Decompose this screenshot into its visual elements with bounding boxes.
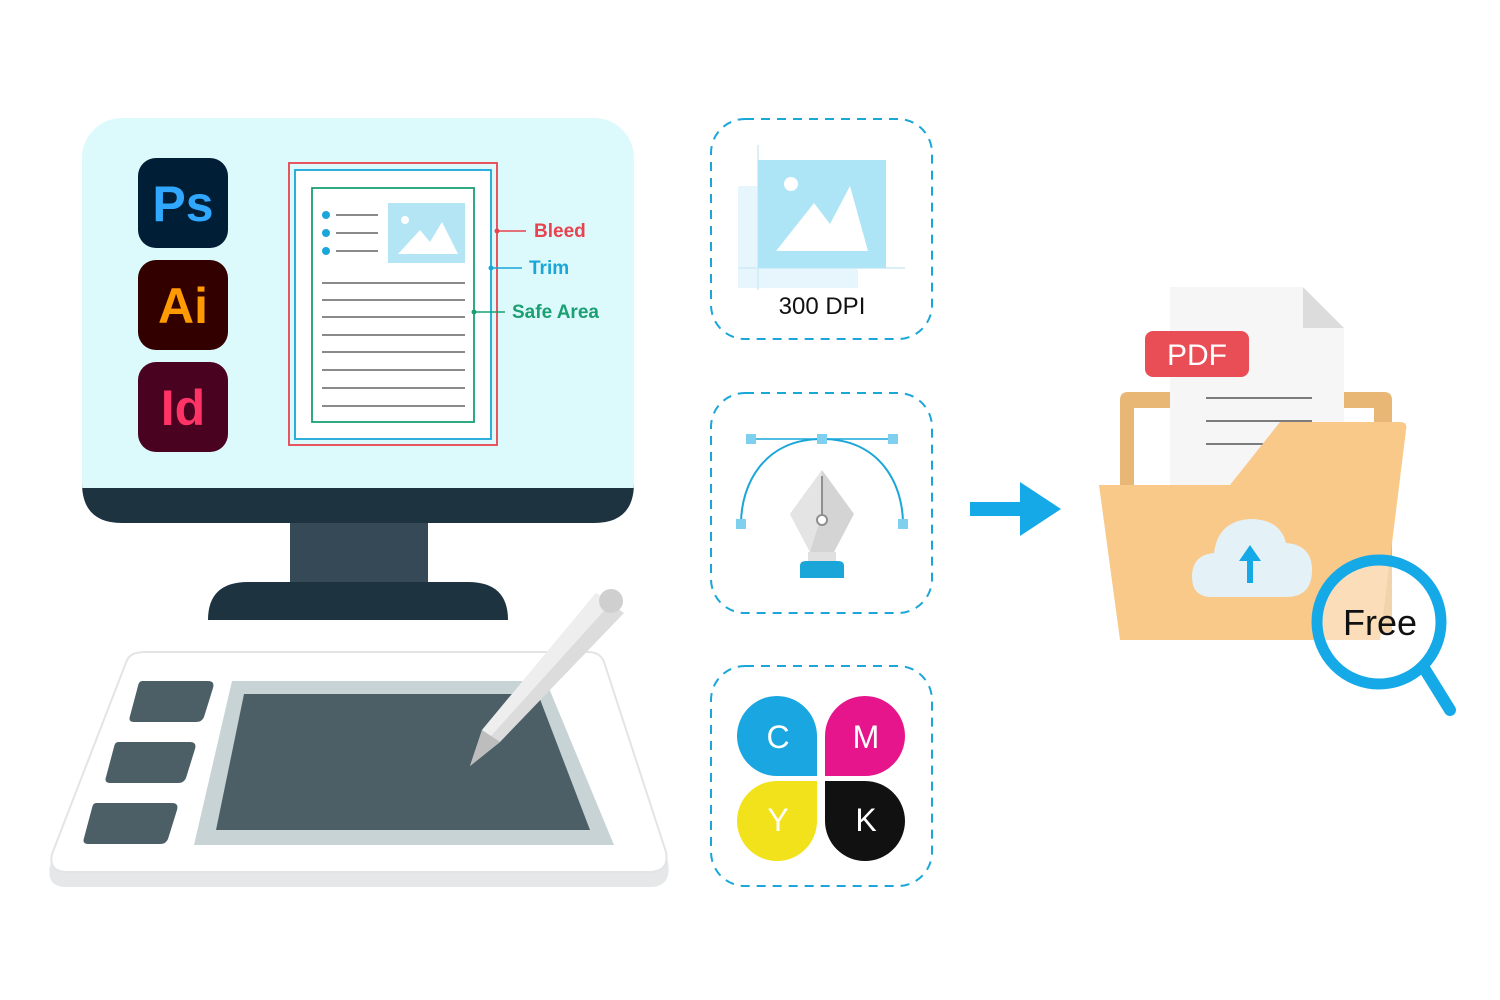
bleed-frame (288, 162, 498, 446)
monitor-neck (290, 523, 428, 583)
resolution-card-border (710, 118, 933, 340)
resolution-card: 300 DPI (710, 118, 933, 340)
cmyk-letter-m: M (853, 719, 880, 755)
cmyk-letter-c: C (766, 719, 789, 755)
cloud-upload-icon (1192, 519, 1312, 597)
safe-area-callout: Safe Area (471, 302, 599, 323)
cmyk-card-border (710, 665, 933, 887)
document-layout: Bleed Trim Safe Area (288, 162, 599, 446)
safe-area-frame (311, 187, 475, 423)
pdf-badge-label: PDF (1167, 339, 1227, 372)
tablet-express-key-3 (83, 803, 178, 844)
cmyk-letter-y: Y (767, 802, 788, 838)
photoshop-label: Ps (152, 176, 213, 232)
pdf-folder: PDF Free (1099, 287, 1456, 716)
document-bullets (322, 211, 378, 255)
bleed-label: Bleed (534, 221, 586, 242)
yellow-petal (737, 781, 817, 861)
trim-label: Trim (529, 258, 569, 279)
bleed-callout: Bleed (494, 221, 586, 242)
indesign-label: Id (161, 380, 205, 436)
magenta-petal (825, 696, 905, 776)
black-petal (825, 781, 905, 861)
resolution-label: 300 DPI (779, 293, 866, 320)
safe-area-label: Safe Area (512, 302, 599, 323)
app-icons: Ps Ai Id (138, 158, 228, 452)
monitor-bezel (82, 483, 634, 523)
drawing-tablet (49, 589, 669, 887)
tablet-active-area (216, 694, 590, 830)
arrow-right-icon (970, 482, 1061, 536)
document-text-lines (322, 282, 465, 407)
trim-callout: Trim (488, 258, 569, 279)
cmyk-letter-k: K (855, 802, 876, 838)
vector-card-border (710, 392, 933, 614)
cmyk-card: C M Y K (710, 665, 933, 887)
high-resolution-image-icon (738, 145, 905, 290)
indesign-icon: Id (138, 362, 228, 452)
monitor-stand (208, 582, 508, 620)
free-label: Free (1343, 602, 1417, 643)
cmyk-color-icon: C M Y K (737, 696, 905, 861)
pdf-badge: PDF (1145, 331, 1249, 377)
stylus-pen-icon (470, 589, 624, 766)
photoshop-icon: Ps (138, 158, 228, 248)
tablet-express-key-1 (129, 681, 214, 722)
image-placeholder-icon (388, 203, 465, 263)
magnifier-icon: Free (1311, 554, 1456, 716)
illustrator-icon: Ai (138, 260, 228, 350)
vector-card (710, 392, 933, 614)
tablet-express-key-2 (105, 742, 196, 783)
illustrator-label: Ai (158, 278, 208, 334)
cyan-petal (737, 696, 817, 776)
vector-pen-tool-icon (736, 434, 908, 578)
